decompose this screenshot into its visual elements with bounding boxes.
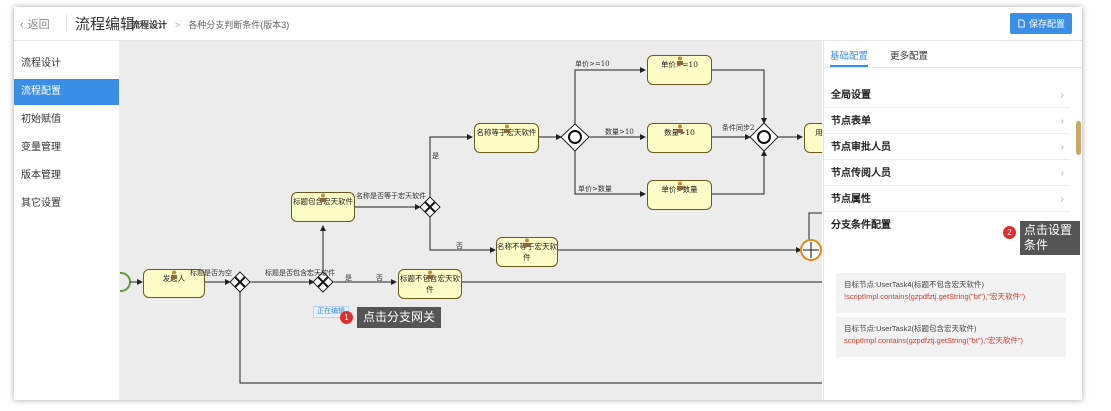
row-node-properties[interactable]: 节点属性› xyxy=(824,187,1070,212)
tab-basic-config[interactable]: 基础配置 xyxy=(830,51,869,62)
label-sync: 条件同步2 xyxy=(722,124,755,132)
row-node-form[interactable]: 节点表单› xyxy=(824,109,1070,134)
sidebar-item-design[interactable]: 流程设计 xyxy=(21,58,61,69)
label-qty-cond: 数量>10 xyxy=(605,128,634,136)
sidebar-item-other[interactable]: 其它设置 xyxy=(21,198,61,209)
task-price-ge10[interactable]: 单价>=10 xyxy=(647,55,712,85)
inclusive-gateway[interactable] xyxy=(560,123,590,152)
sync-gateway[interactable] xyxy=(749,122,779,152)
label-price-cond: 单价>=10 xyxy=(575,60,610,68)
header-divider xyxy=(66,15,67,31)
chevron-right-icon: › xyxy=(1060,116,1064,127)
user-icon xyxy=(320,193,326,202)
task-name-equals[interactable]: 名称等于宏天软件 xyxy=(474,123,539,153)
callout-tooltip-1: 点击分支网关 xyxy=(357,307,442,328)
label-title-contains-q: 标题是否包含宏天软件 xyxy=(265,269,335,277)
breadcrumb-current: 各种分支判断条件(版本3) xyxy=(188,20,290,30)
label-title-empty: 标题是否为空 xyxy=(190,269,232,277)
sidebar-item-config[interactable]: 流程配置 xyxy=(14,79,119,105)
panel-scrollbar[interactable] xyxy=(1076,121,1081,155)
app-title: 流程编辑 xyxy=(75,16,136,33)
condition-card-2[interactable]: 目标节点:UserTask2(标题包含宏天软件) scriptImpl.cont… xyxy=(836,317,1066,357)
condition-card-1[interactable]: 目标节点:UserTask4(标题不包含宏天软件) !scriptImpl.co… xyxy=(836,273,1066,313)
diagram-canvas[interactable]: 发起人 标题包含宏天软件 标题不包含宏天软件 名称等于宏天软件 名称不等于宏天软… xyxy=(120,41,822,400)
chevron-left-icon: ‹ xyxy=(20,19,24,31)
task-qty-gt10[interactable]: 数量>10 xyxy=(647,123,712,153)
exclusive-gateway-1[interactable] xyxy=(229,271,251,293)
user-icon xyxy=(427,270,433,279)
breadcrumb-root[interactable]: 流程设计 xyxy=(131,20,168,30)
label-yes-1: 是 xyxy=(345,274,352,282)
callout-badge-2: 2 xyxy=(1003,226,1016,239)
row-node-approvers[interactable]: 节点审批人员› xyxy=(824,135,1070,160)
sidebar-item-variables[interactable]: 变量管理 xyxy=(21,142,61,153)
breadcrumb: 流程设计 > 各种分支判断条件(版本3) xyxy=(131,18,289,31)
task-name-not-equals[interactable]: 名称不等于宏天软件 xyxy=(496,237,558,267)
breadcrumb-separator: > xyxy=(175,20,181,30)
chevron-right-icon: › xyxy=(1060,142,1064,153)
header: ‹返回 流程编辑 流程设计 > 各种分支判断条件(版本3) 保存配置 xyxy=(14,7,1082,41)
task-price-gt-qty[interactable]: 单价>数量 xyxy=(647,180,712,210)
sidebar-item-init[interactable]: 初始赋值 xyxy=(21,114,61,125)
exclusive-gateway-2[interactable] xyxy=(312,271,334,293)
chevron-right-icon: › xyxy=(1060,90,1064,101)
label-yes-2: 是 xyxy=(432,152,439,160)
label-price-qty-cond: 单价>数量 xyxy=(578,185,612,193)
condition-expression: scriptImpl.contains(gzpdfztj.getString("… xyxy=(844,336,1024,345)
task-title-contains[interactable]: 标题包含宏天软件 xyxy=(291,192,355,222)
file-icon xyxy=(1018,19,1025,28)
exclusive-gateway-3[interactable] xyxy=(419,196,441,218)
user-icon xyxy=(676,56,683,65)
config-panel: 基础配置 更多配置 全局设置› 节点表单› 节点审批人员› 节点传阅人员› 节点… xyxy=(823,41,1082,400)
label-no-2: 否 xyxy=(456,242,463,250)
user-icon xyxy=(171,270,177,279)
user-icon xyxy=(503,124,510,133)
chevron-right-icon: › xyxy=(1060,168,1064,179)
user-icon xyxy=(676,181,683,190)
flow-connections xyxy=(120,67,822,384)
task-start[interactable]: 发起人 xyxy=(143,269,205,298)
row-global-settings[interactable]: 全局设置› xyxy=(824,83,1070,108)
join-gateway[interactable] xyxy=(800,239,822,261)
user-icon xyxy=(676,124,683,133)
save-button[interactable]: 保存配置 xyxy=(1010,13,1072,34)
task-partial[interactable]: 用 xyxy=(804,123,822,153)
sidebar-item-versions[interactable]: 版本管理 xyxy=(21,170,61,181)
panel-tabs: 基础配置 更多配置 xyxy=(824,41,1082,68)
row-branch-conditions[interactable]: 分支条件配置 xyxy=(831,220,891,231)
callout-tooltip-2: 点击设置条件 xyxy=(1020,221,1080,255)
active-tab-indicator xyxy=(830,65,868,67)
callout-badge-1: 1 xyxy=(340,311,353,324)
tab-more-config[interactable]: 更多配置 xyxy=(890,51,929,62)
back-button[interactable]: ‹返回 xyxy=(20,19,50,31)
user-icon xyxy=(524,238,530,247)
condition-target: 目标节点:UserTask2(标题包含宏天软件) xyxy=(844,324,977,333)
task-title-not-contains[interactable]: 标题不包含宏天软件 xyxy=(398,269,462,299)
condition-target: 目标节点:UserTask4(标题不包含宏天软件) xyxy=(844,280,985,289)
label-name-equals-q: 名称是否等于宏天软件 xyxy=(356,192,426,200)
app-window: ‹返回 流程编辑 流程设计 > 各种分支判断条件(版本3) 保存配置 流程设计 流程… xyxy=(14,7,1082,400)
label-no-1: 否 xyxy=(376,274,383,282)
sidebar: 流程设计 流程配置 初始赋值 变量管理 版本管理 其它设置 xyxy=(14,41,120,400)
condition-expression: !scriptImpl.contains(gzpdfztj.getString(… xyxy=(844,292,1026,301)
chevron-right-icon: › xyxy=(1060,194,1064,205)
row-node-readers[interactable]: 节点传阅人员› xyxy=(824,161,1070,186)
